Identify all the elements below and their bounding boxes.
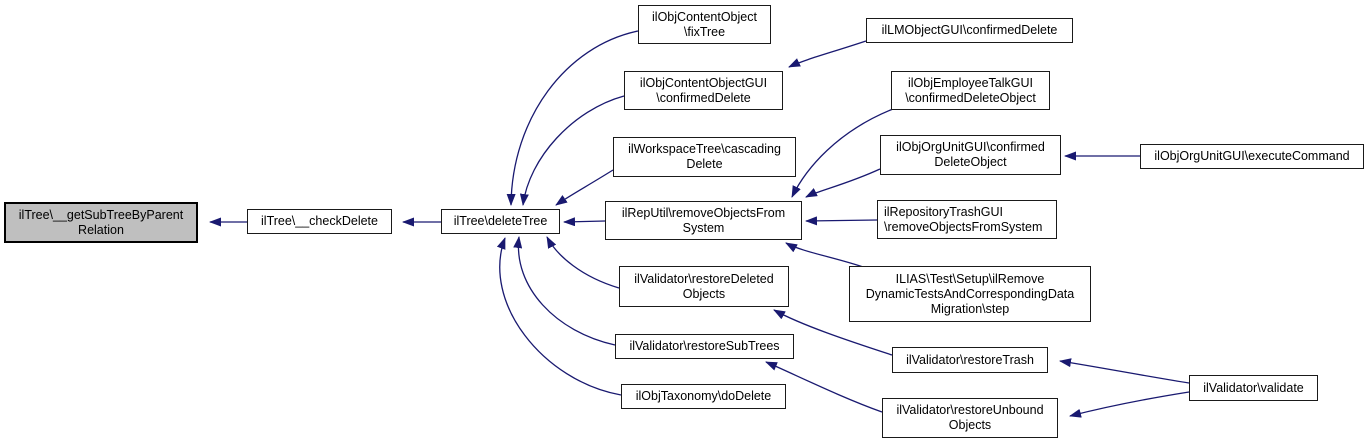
- node-doDelete[interactable]: ilObjTaxonomy\doDelete: [621, 384, 786, 409]
- node-checkDelete[interactable]: ilTree\__checkDelete: [247, 209, 392, 234]
- node-restoreUnboundObjects[interactable]: ilValidator\restoreUnbound Objects: [882, 398, 1058, 438]
- edge-restoreDeletedObjects-to-deleteTree: [546, 236, 620, 289]
- edge-removeObjectsFromSystem-to-deleteTree: [563, 217, 606, 227]
- edge-restoreUnboundObjects-to-restoreSubTrees: [765, 361, 883, 413]
- node-executeCommand[interactable]: ilObjOrgUnitGUI\executeCommand: [1140, 144, 1364, 169]
- edge-fixTree-to-deleteTree: [506, 30, 639, 206]
- edge-cascadingDelete-to-deleteTree: [555, 169, 614, 206]
- node-fixTree[interactable]: ilObjContentObject \fixTree: [638, 5, 771, 44]
- edge-restoreTrash-to-restoreDeletedObjects: [773, 309, 893, 356]
- edge-validate-to-restoreTrash: [1059, 358, 1190, 384]
- node-iliasMigrationStep[interactable]: ILIAS\Test\Setup\ilRemove DynamicTestsAn…: [849, 266, 1091, 322]
- node-restoreDeletedObjects[interactable]: ilValidator\restoreDeleted Objects: [619, 266, 789, 307]
- node-restoreSubTrees[interactable]: ilValidator\restoreSubTrees: [615, 334, 794, 359]
- edge-validate-to-restoreUnboundObjects: [1069, 391, 1190, 418]
- node-getSubTreeByParentRelation: ilTree\__getSubTreeByParent Relation: [4, 202, 198, 243]
- edge-restoreSubTrees-to-deleteTree: [513, 236, 616, 346]
- node-lmConfirmedDelete[interactable]: ilLMObjectGUI\confirmedDelete: [866, 18, 1073, 43]
- node-validate[interactable]: ilValidator\validate: [1189, 375, 1318, 401]
- edge-doDelete-to-deleteTree: [496, 237, 622, 396]
- edge-iliasMigrationStep-to-removeObjectsFromSystem: [785, 242, 867, 269]
- edge-trashGuiRemove-to-removeObjectsFromSystem: [805, 216, 878, 226]
- node-trashGuiRemoveObjectsFromSystem[interactable]: ilRepositoryTrashGUI \removeObjectsFromS…: [877, 200, 1057, 239]
- node-deleteTree[interactable]: ilTree\deleteTree: [441, 209, 560, 234]
- node-orgUnitConfirmedDeleteObject[interactable]: ilObjOrgUnitGUI\confirmed DeleteObject: [880, 135, 1061, 175]
- node-restoreTrash[interactable]: ilValidator\restoreTrash: [892, 347, 1048, 373]
- edge-lmConfirmedDelete-to-contentObjGuiConfirmedDelete: [788, 40, 867, 68]
- node-contentObjGuiConfirmedDelete[interactable]: ilObjContentObjectGUI \confirmedDelete: [624, 71, 783, 110]
- edge-contentObjGuiConfirmedDelete-to-deleteTree: [519, 95, 625, 206]
- node-employeeTalkConfirmedDeleteObject[interactable]: ilObjEmployeeTalkGUI \confirmedDeleteObj…: [891, 71, 1050, 110]
- node-cascadingDelete[interactable]: ilWorkspaceTree\cascading Delete: [613, 137, 796, 177]
- edge-employeeTalk-to-removeObjectsFromSystem: [791, 108, 894, 198]
- node-removeObjectsFromSystem[interactable]: ilRepUtil\removeObjectsFrom System: [605, 201, 802, 240]
- edge-orgUnitConfirmedDeleteObject-to-removeObjectsFromSystem: [805, 168, 881, 198]
